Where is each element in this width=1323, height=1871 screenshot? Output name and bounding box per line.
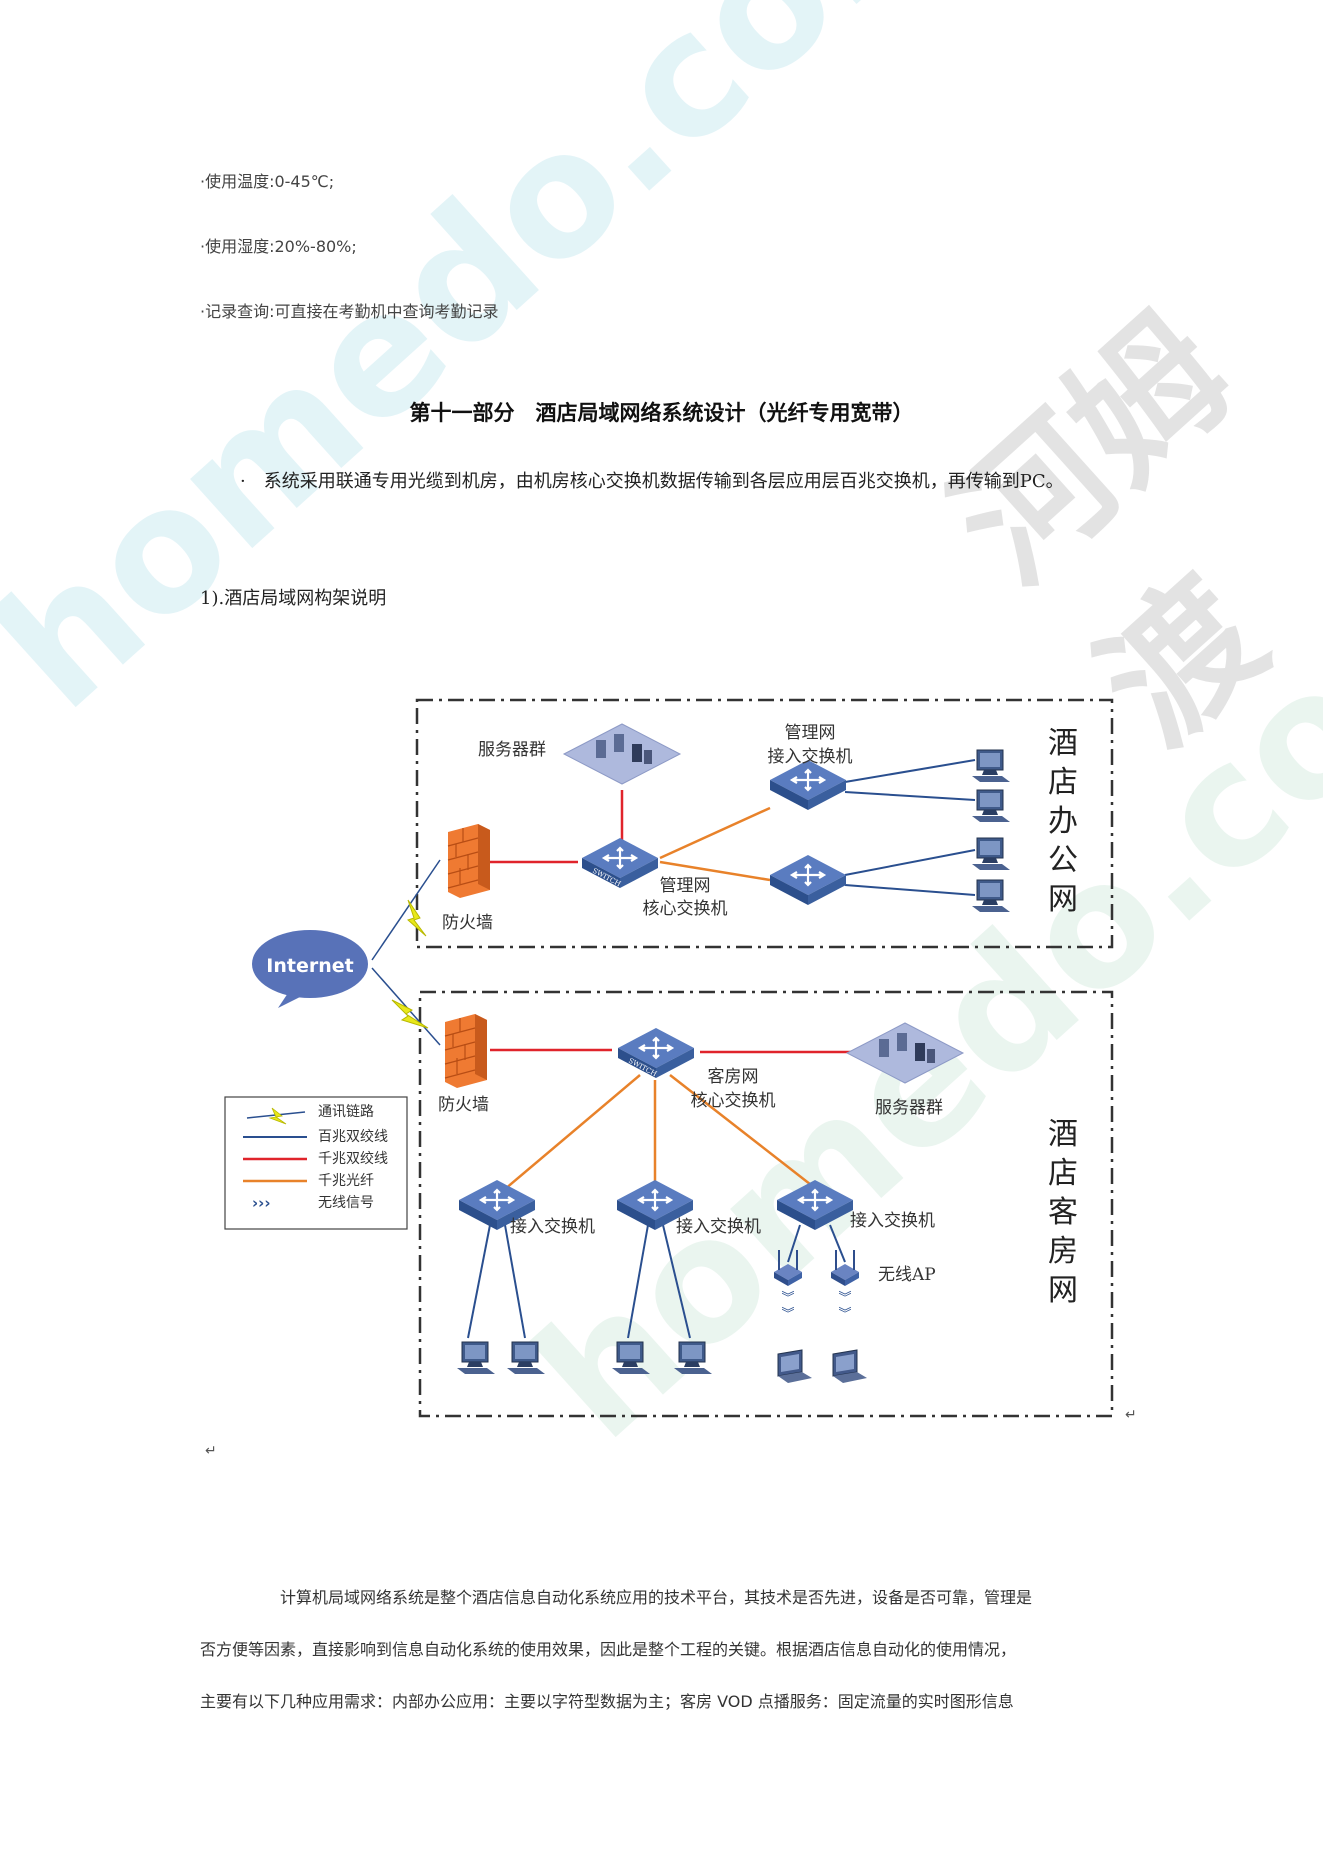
guest-net-char: 酒	[1048, 1117, 1078, 1152]
pc-icon	[971, 837, 1011, 871]
firewall-label: 防火墙	[438, 1095, 489, 1115]
spec-temperature: ·使用温度:0-45℃;	[200, 172, 335, 191]
server-group-label: 服务器群	[875, 1098, 943, 1118]
mgmt-access-switch-icon	[768, 758, 848, 812]
laptop-icon	[777, 1349, 813, 1384]
office-net-char: 店	[1048, 765, 1078, 800]
pc-icon	[611, 1341, 651, 1375]
svg-text:︾: ︾	[781, 1291, 794, 1306]
office-net-char: 酒	[1048, 726, 1078, 761]
guest-net-char: 客	[1048, 1195, 1078, 1230]
pc-icon	[971, 749, 1011, 783]
body-paragraph: 计算机局域网络系统是整个酒店信息自动化系统应用的技术平台，其技术是否先进，设备是…	[200, 1572, 1125, 1728]
mgmt-access-switch-icon	[768, 853, 848, 907]
section-title: 第十一部分 酒店局域网络系统设计（光纤专用宽带）	[409, 400, 914, 425]
legend-label: 通讯链路	[318, 1104, 374, 1120]
return-mark: ↵	[1125, 1407, 1137, 1423]
mgmt-core-label-2: 核心交换机	[643, 899, 728, 919]
guest-net-char: 店	[1048, 1156, 1078, 1191]
wireless-signal-icon: ︾ ︾ ︾ ︾	[781, 1291, 851, 1322]
access-switch-label: 接入交换机	[510, 1217, 595, 1237]
bullet: ·	[240, 471, 246, 492]
svg-text:︾: ︾	[781, 1307, 794, 1322]
pc-icon	[506, 1341, 546, 1375]
guest-core-label-2: 核心交换机	[691, 1091, 776, 1111]
internet-label: Internet	[266, 955, 353, 977]
office-net-char: 办	[1048, 804, 1078, 839]
legend-label: 千兆双绞线	[318, 1150, 388, 1167]
office-network-boundary	[415, 698, 1114, 949]
firewall-icon	[444, 1013, 488, 1089]
server-group-label: 服务器群	[478, 740, 546, 760]
spec-record-query: ·记录查询:可直接在考勤机中查询考勤记录	[200, 302, 499, 321]
access-switch-icon	[775, 1178, 855, 1232]
pc-icon	[971, 879, 1011, 913]
wireless-ap-icon	[830, 1249, 860, 1287]
spec-humidity: ·使用湿度:20%-80%;	[200, 237, 357, 256]
legend-label: 无线信号	[318, 1195, 374, 1211]
intro-paragraph: · 系统采用联通专用光缆到机房，由机房核心交换机数据传输到各层应用层百兆交换机，…	[200, 463, 1125, 500]
return-mark: ↵	[205, 1443, 217, 1459]
pc-icon	[456, 1341, 496, 1375]
laptop-icon	[832, 1349, 868, 1384]
internet-cloud-icon: Internet	[252, 930, 368, 1008]
legend-label: 千兆光纤	[318, 1173, 374, 1189]
firewall-icon	[447, 823, 491, 899]
body-line: 否方便等因素，直接影响到信息自动化系统的使用效果，因此是整个工程的关键。根据酒店…	[200, 1640, 1017, 1659]
intro-text: 系统采用联通专用光缆到机房，由机房核心交换机数据传输到各层应用层百兆交换机，再传…	[263, 471, 1064, 492]
office-net-char: 网	[1048, 882, 1078, 917]
wireless-signal-icon: ›››	[252, 1194, 271, 1212]
guest-net-char: 网	[1048, 1273, 1078, 1308]
body-line: 计算机局域网络系统是整个酒店信息自动化系统应用的技术平台，其技术是否先进，设备是…	[280, 1588, 1033, 1607]
firewall-label: 防火墙	[442, 913, 493, 933]
body-line: 主要有以下几种应用需求：内部办公应用：主要以字符型数据为主；客房 VOD 点播服…	[200, 1692, 1014, 1711]
server-group-icon	[846, 1022, 964, 1084]
mgmt-core-label-1: 管理网	[660, 876, 711, 896]
svg-text:︾: ︾	[838, 1291, 851, 1306]
guest-net-char: 房	[1048, 1234, 1078, 1269]
mgmt-access-label-1: 管理网	[785, 723, 836, 743]
access-switch-label: 接入交换机	[676, 1217, 761, 1237]
pc-icon	[971, 789, 1011, 823]
guest-core-label-1: 客房网	[708, 1067, 759, 1087]
server-group-icon	[563, 723, 681, 785]
pc-icon	[673, 1341, 713, 1375]
access-switch-label: 接入交换机	[850, 1211, 935, 1231]
legend: ››› 通讯链路 百兆双绞线 千兆双绞线 千兆光纤 无线信号	[224, 1096, 408, 1230]
wireless-ap-label: 无线AP	[878, 1265, 936, 1285]
mgmt-access-label-2: 接入交换机	[768, 747, 853, 767]
subheading: 1).酒店局域网构架说明	[200, 588, 387, 609]
office-net-char: 公	[1048, 843, 1078, 878]
svg-text:︾: ︾	[838, 1307, 851, 1322]
guest-network-boundary	[418, 990, 1114, 1418]
legend-label: 百兆双绞线	[318, 1128, 388, 1145]
wireless-ap-icon	[773, 1249, 803, 1287]
